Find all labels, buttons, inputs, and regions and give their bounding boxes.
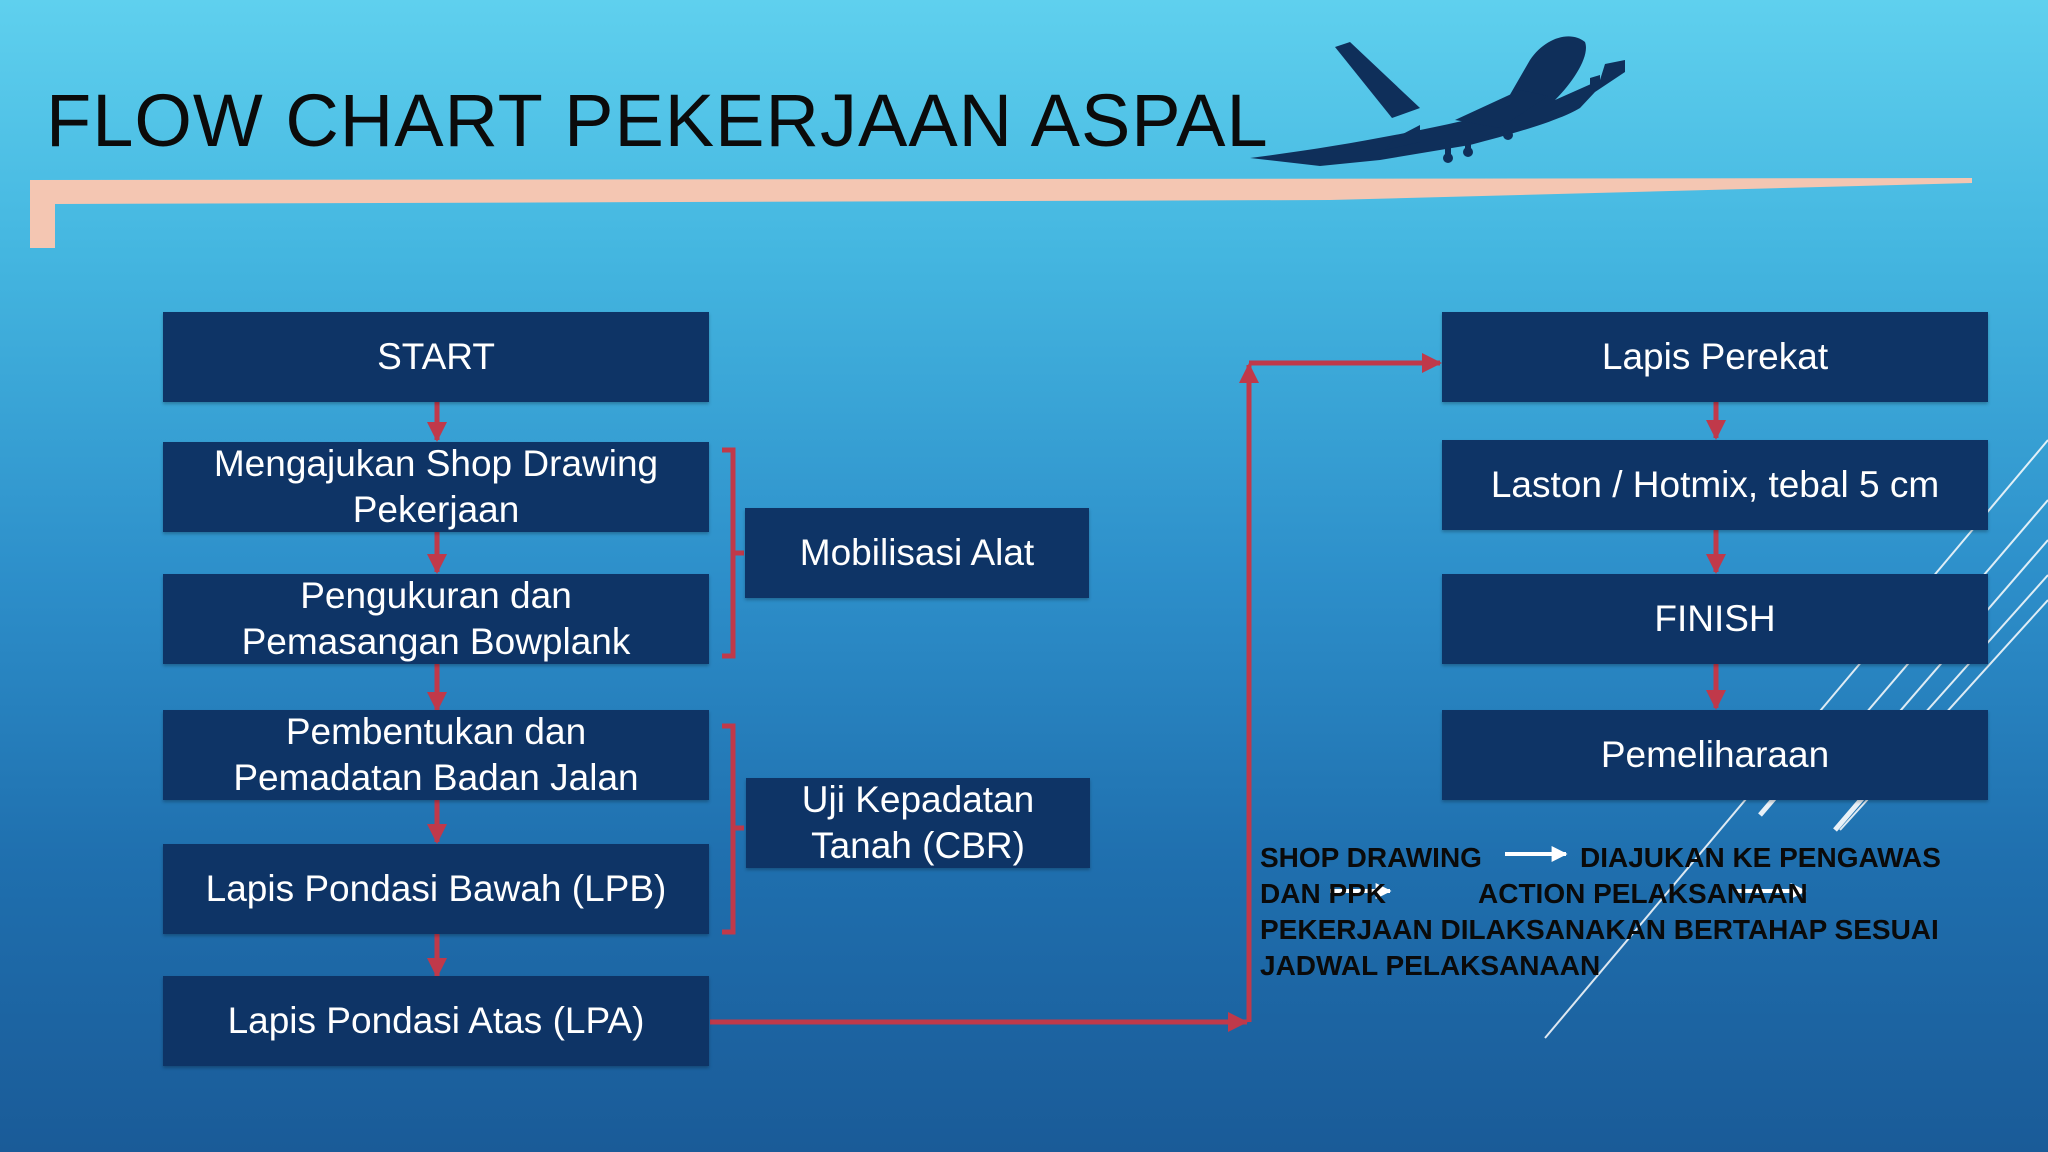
title-underline-bar: [30, 178, 1972, 248]
flow-box-label: Mobilisasi Alat: [799, 532, 1035, 573]
flow-box-pemeliharaan: Pemeliharaan: [1442, 710, 1988, 800]
flow-box-start: START: [163, 312, 709, 402]
flow-box-pengukuran: Pengukuran dan Pemasangan Bowplank: [163, 574, 709, 664]
bracket-uji: [722, 723, 744, 935]
flow-box-label: Lapis Perekat: [1601, 336, 1829, 377]
flow-box-label: Pemasangan Bowplank: [241, 621, 631, 662]
flow-box-label: Mengajukan Shop Drawing: [213, 443, 659, 484]
flow-box-label: Lapis Pondasi Bawah (LPB): [205, 868, 667, 909]
flow-box-label: Pemeliharaan: [1600, 734, 1830, 775]
flow-box-label: Laston / Hotmix, tebal 5 cm: [1490, 464, 1940, 505]
flow-box-shop-drawing: Mengajukan Shop Drawing Pekerjaan: [163, 442, 709, 532]
page-title: FLOW CHART PEKERJAAN ASPAL: [46, 79, 1269, 162]
note-text: DAN PPK: [1260, 878, 1387, 909]
flow-box-label: Pemadatan Badan Jalan: [233, 757, 639, 798]
bracket-mobilisasi: [722, 447, 744, 659]
flow-box-pembentukan: Pembentukan dan Pemadatan Badan Jalan: [163, 710, 709, 800]
note-text: DIAJUKAN KE PENGAWAS: [1580, 842, 1941, 873]
flow-box-label: Uji Kepadatan: [801, 779, 1035, 820]
flow-box-uji-kepadatan: Uji Kepadatan Tanah (CBR): [746, 778, 1090, 868]
flow-box-label: START: [377, 336, 495, 377]
flow-box-label: Tanah (CBR): [811, 825, 1025, 866]
flow-box-lapis-perekat: Lapis Perekat: [1442, 312, 1988, 402]
flow-box-lpa: Lapis Pondasi Atas (LPA): [163, 976, 709, 1066]
note-text: ACTION PELAKSANAAN: [1478, 878, 1808, 909]
note-text: SHOP DRAWING: [1260, 842, 1482, 873]
flow-box-label: Pembentukan dan: [285, 711, 587, 752]
flow-box-mobilisasi: Mobilisasi Alat: [745, 508, 1089, 598]
flow-box-label: Lapis Pondasi Atas (LPA): [227, 1000, 645, 1041]
flow-box-lpb: Lapis Pondasi Bawah (LPB): [163, 844, 709, 934]
flow-box-label: Pengukuran dan: [300, 575, 572, 616]
note-text: PEKERJAAN DILAKSANAKAN BERTAHAP SESUAI: [1260, 914, 1939, 945]
flow-box-laston: Laston / Hotmix, tebal 5 cm: [1442, 440, 1988, 530]
flow-box-label: Pekerjaan: [352, 489, 520, 530]
note-text: JADWAL PELAKSANAAN: [1260, 950, 1601, 981]
airplane-icon: [1250, 36, 1625, 166]
flow-box-label: FINISH: [1654, 598, 1776, 639]
flow-box-finish: FINISH: [1442, 574, 1988, 664]
